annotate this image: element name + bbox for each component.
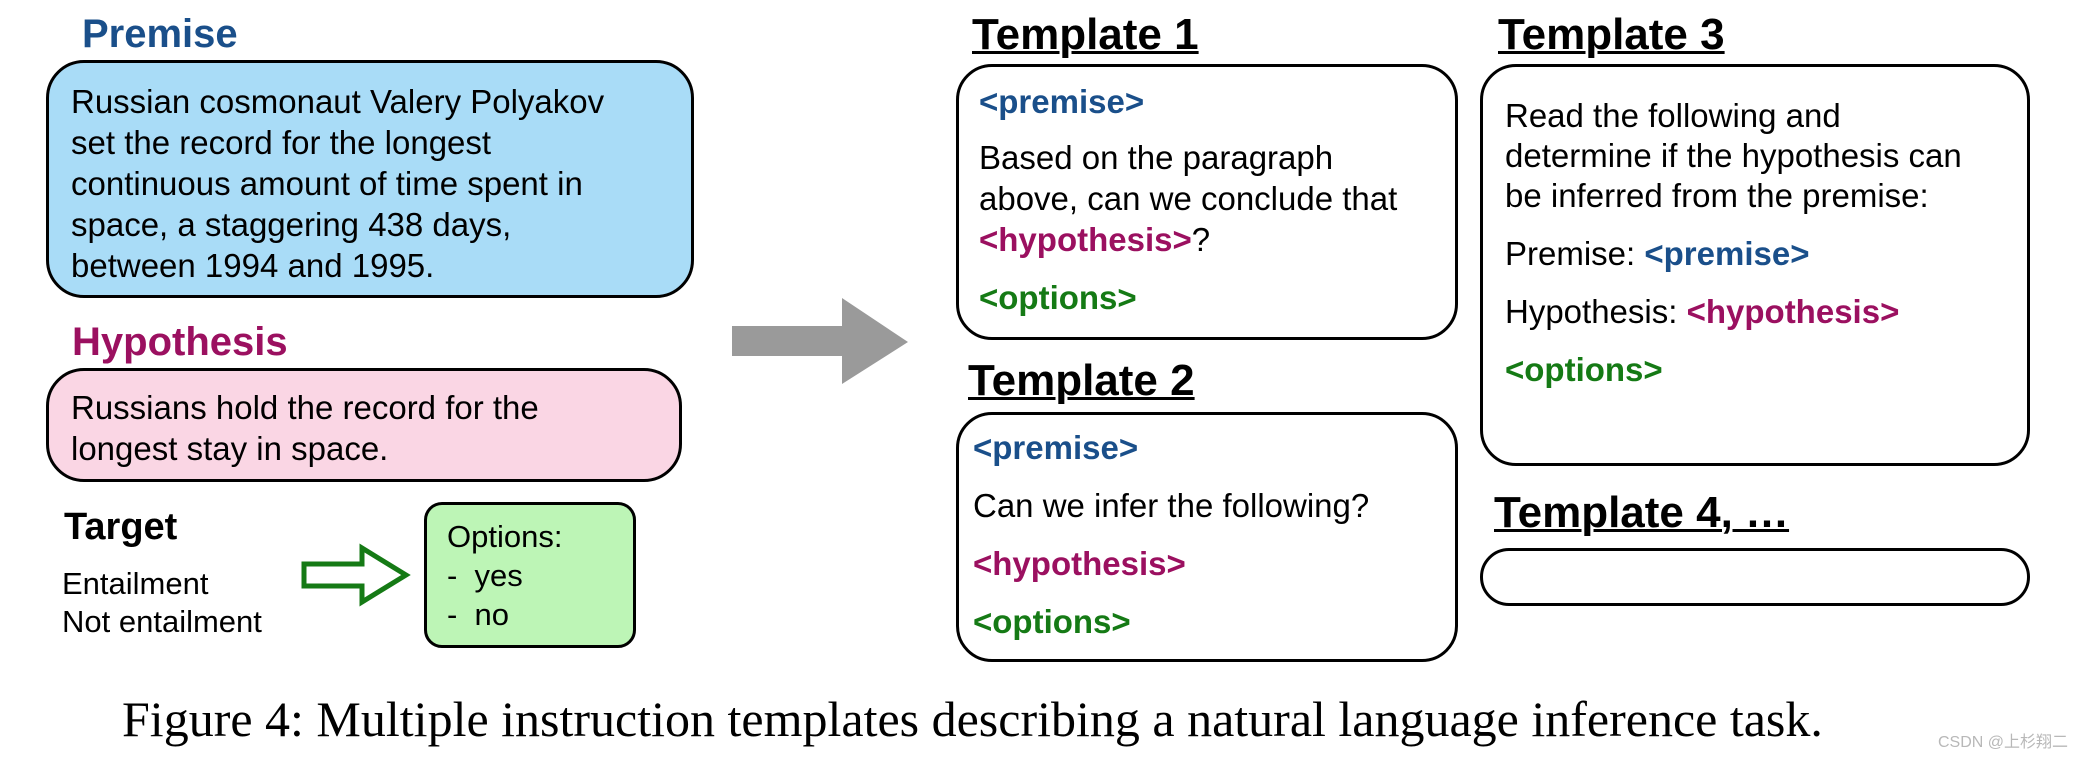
template-1-hypothesis-line: <hypothesis>? <box>979 221 1210 259</box>
template-3-hypothesis-tag: <hypothesis> <box>1686 293 1900 330</box>
template-3-title: Template 3 <box>1498 10 1725 59</box>
template-3-hypothesis-label: Hypothesis: <box>1505 293 1687 330</box>
template-3-box: Read the following and determine if the … <box>1480 64 2030 466</box>
template-1-box: <premise> Based on the paragraph above, … <box>956 64 1458 340</box>
template-3-text: Read the following and <box>1505 97 1841 134</box>
target-item-not-entailment: Not entailment <box>62 604 262 639</box>
options-box: Options: - yes - no <box>424 502 636 648</box>
template-1-options-tag: <options> <box>979 279 1137 316</box>
template-2-box: <premise> Can we infer the following? <h… <box>956 412 1458 662</box>
premise-heading: Premise <box>82 12 238 56</box>
template-1-text: above, can we conclude that <box>979 180 1398 217</box>
premise-line: space, a staggering 438 days, <box>71 206 512 243</box>
template-1-text: Based on the paragraph <box>979 139 1334 176</box>
template-3-hypothesis-line: Hypothesis: <hypothesis> <box>1505 293 1899 331</box>
watermark: CSDN @上杉翔二 <box>1937 734 2068 751</box>
figure-caption: Figure 4: Multiple instruction templates… <box>122 691 1823 747</box>
template-2-text: Can we infer the following? <box>973 487 1370 524</box>
template-2-hypothesis-tag: <hypothesis> <box>973 545 1186 582</box>
template-3-options-tag: <options> <box>1505 351 1663 388</box>
template-1-hypothesis-tag: <hypothesis> <box>979 221 1192 258</box>
template-1-question-mark: ? <box>1191 221 1211 258</box>
premise-line: set the record for the longest <box>71 124 492 161</box>
option-item-no: - no <box>447 597 510 632</box>
template-4-title: Template 4, … <box>1494 488 1790 537</box>
target-arrow-icon <box>301 543 411 607</box>
hypothesis-line: longest stay in space. <box>71 430 389 467</box>
hypothesis-box: Russians hold the record for the longest… <box>46 368 682 482</box>
template-2-options-tag: <options> <box>973 603 1131 640</box>
template-4-box <box>1480 548 2030 606</box>
template-3-premise-tag: <premise> <box>1644 235 1810 272</box>
hypothesis-line: Russians hold the record for the <box>71 389 539 426</box>
options-title: Options: <box>447 519 563 554</box>
hypothesis-heading: Hypothesis <box>72 320 288 364</box>
template-3-text: be inferred from the premise: <box>1505 177 1929 214</box>
premise-line: Russian cosmonaut Valery Polyakov <box>71 83 605 120</box>
template-2-premise-tag: <premise> <box>973 429 1139 466</box>
template-1-premise-tag: <premise> <box>979 83 1145 120</box>
template-3-premise-label: Premise: <box>1505 235 1645 272</box>
target-heading: Target <box>64 506 178 548</box>
premise-line: continuous amount of time spent in <box>71 165 583 202</box>
target-item-entailment: Entailment <box>62 566 209 601</box>
option-item-yes: - yes <box>447 558 523 593</box>
premise-box: Russian cosmonaut Valery Polyakov set th… <box>46 60 694 298</box>
template-1-title: Template 1 <box>972 10 1199 59</box>
arrow-right-icon <box>732 298 908 384</box>
premise-line: between 1994 and 1995. <box>71 247 435 284</box>
template-3-premise-line: Premise: <premise> <box>1505 235 1810 273</box>
template-3-text: determine if the hypothesis can <box>1505 137 1962 174</box>
template-2-title: Template 2 <box>968 356 1195 405</box>
